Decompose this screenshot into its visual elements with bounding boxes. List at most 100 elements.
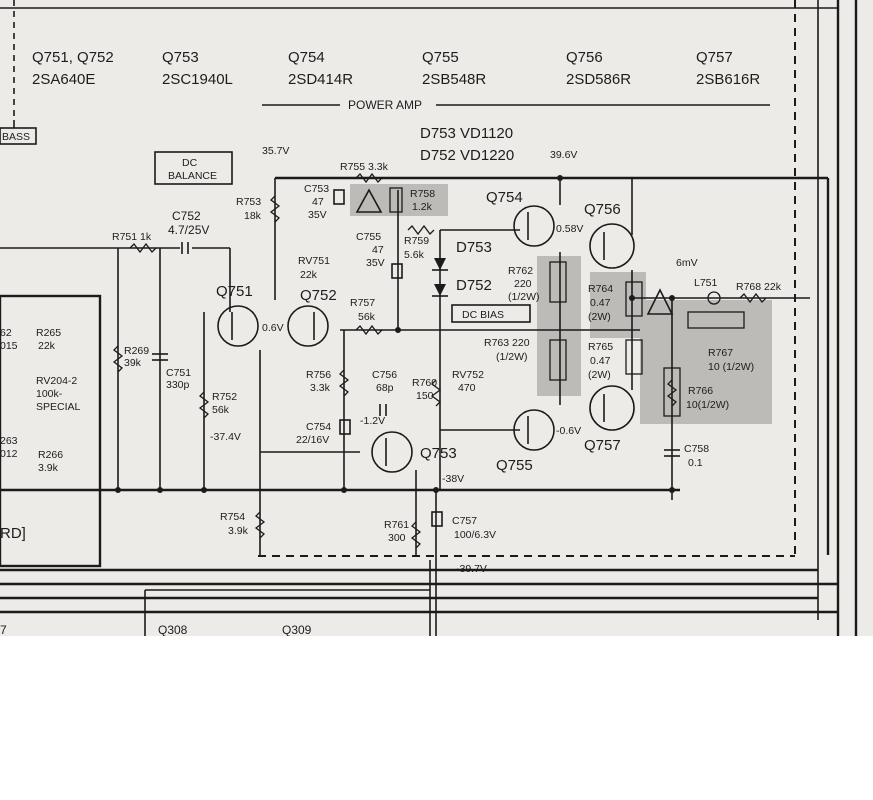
diode-spec: D752 VD1220 [420, 147, 514, 164]
header-part: 2SA640E [32, 71, 95, 88]
component-label: 22/16V [296, 434, 329, 446]
voltage-label: -1.2V [360, 415, 385, 427]
node-dot [115, 487, 121, 493]
component-label: 4.7/25V [168, 223, 209, 237]
component-label: 1.2k [412, 201, 433, 213]
inductor-l751-symbol [707, 291, 721, 305]
voltage-label: 0.6V [262, 322, 284, 334]
component-label: C751 [166, 367, 191, 379]
component-label: RV204-2 [36, 375, 77, 387]
component-label: C752 [172, 209, 201, 223]
component-label: R753 [236, 196, 261, 208]
warning-triangle-icon [355, 188, 383, 213]
diode-label: D752 [456, 277, 492, 294]
node-dot [201, 487, 207, 493]
header-ref: Q754 [288, 49, 325, 66]
transistor-q753-symbol [371, 431, 413, 473]
component-label: 3.9k [38, 462, 59, 474]
board-label: RD] [0, 525, 26, 542]
transistor-label: Q756 [584, 201, 621, 218]
transistor-label: Q752 [300, 287, 337, 304]
voltage-label: -0.6V [556, 425, 581, 437]
transistor-q752-symbol [287, 305, 329, 347]
node-dot [557, 175, 563, 181]
transistor-label: Q751 [216, 283, 253, 300]
voltage-label: 0.58V [556, 223, 583, 235]
resistor-r269-symbol [112, 345, 124, 373]
transistor-label: Q757 [584, 437, 621, 454]
diode-label: D753 [456, 239, 492, 256]
component-label: (1/2W) [496, 351, 528, 363]
header-part: 2SB548R [422, 71, 486, 88]
voltage-label: 35.7V [262, 145, 289, 157]
component-label: 263 [0, 435, 18, 447]
resistor-r765-symbol [625, 339, 643, 375]
component-label: 39k [124, 357, 142, 369]
component-label: R768 22k [736, 281, 782, 293]
transistor-label: Q753 [420, 445, 457, 462]
component-label: C756 [372, 369, 397, 381]
component-label: R764 [588, 283, 613, 295]
transistor-q751-symbol [217, 305, 259, 347]
resistor-r757-symbol [355, 324, 383, 336]
component-label: 62 [0, 327, 12, 339]
tone-board-box [0, 294, 102, 568]
bass-box [0, 127, 37, 145]
voltage-label: -39.7V [456, 563, 487, 575]
component-label: RV752 [452, 369, 484, 381]
header-ref: Q751, Q752 [32, 49, 114, 66]
transistor-q754-symbol [513, 205, 555, 247]
component-label: C757 [452, 515, 477, 527]
component-label: 330p [166, 379, 190, 391]
header-part: 2SC1940L [162, 71, 233, 88]
resistor-r759-symbol [407, 224, 435, 236]
component-label: 22k [300, 269, 318, 281]
component-label: 0.1 [688, 457, 703, 469]
node-dot [629, 295, 635, 301]
header-ref: Q756 [566, 49, 603, 66]
component-label: L751 [694, 277, 718, 289]
component-label: R760 [412, 377, 437, 389]
node-dot [395, 327, 401, 333]
resistor-r751-symbol [129, 242, 157, 254]
transistor-q757-symbol [589, 385, 635, 431]
header-ref: Q753 [162, 49, 199, 66]
component-label: 220 [514, 278, 532, 290]
shade-r762-r763 [537, 256, 581, 396]
component-label: R752 [212, 391, 237, 403]
bass-label: BASS [2, 131, 30, 143]
component-label: C754 [306, 421, 331, 433]
diode-spec: D753 VD1120 [420, 125, 513, 142]
component-label: 10(1/2W) [686, 399, 729, 411]
bottom-label: Q309 [282, 623, 312, 636]
shade-r764 [590, 272, 646, 338]
voltage-label: 39.6V [550, 149, 577, 161]
shade-r758 [350, 184, 448, 216]
component-label: (2W) [588, 311, 611, 323]
component-label: 47 [312, 196, 324, 208]
voltage-label: 6mV [676, 257, 698, 269]
header-ref: Q757 [696, 49, 733, 66]
transistor-q756-symbol [589, 223, 635, 269]
resistor-r766-symbol [666, 379, 678, 407]
component-label: 5.6k [404, 249, 425, 261]
resistor-r761-symbol [410, 521, 422, 549]
component-label: R761 [384, 519, 409, 531]
dc-balance-label: DC [182, 157, 198, 169]
resistor-r758-symbol [389, 187, 403, 213]
component-label: SPECIAL [36, 401, 81, 413]
component-label: R759 [404, 235, 429, 247]
component-label: 56k [358, 311, 376, 323]
component-label: 3.3k [310, 382, 331, 394]
component-label: 18k [244, 210, 262, 222]
component-label: R756 [306, 369, 331, 381]
component-label: (2W) [588, 369, 611, 381]
resistor-r753-symbol [269, 195, 281, 223]
component-label: 470 [458, 382, 476, 394]
shade-r766-r767 [640, 300, 772, 424]
component-label: R758 [410, 188, 435, 200]
component-label: R763 220 [484, 337, 530, 349]
component-label: R751 1k [112, 231, 152, 243]
node-dot [157, 487, 163, 493]
dc-bias-label: DC BIAS [462, 309, 504, 321]
